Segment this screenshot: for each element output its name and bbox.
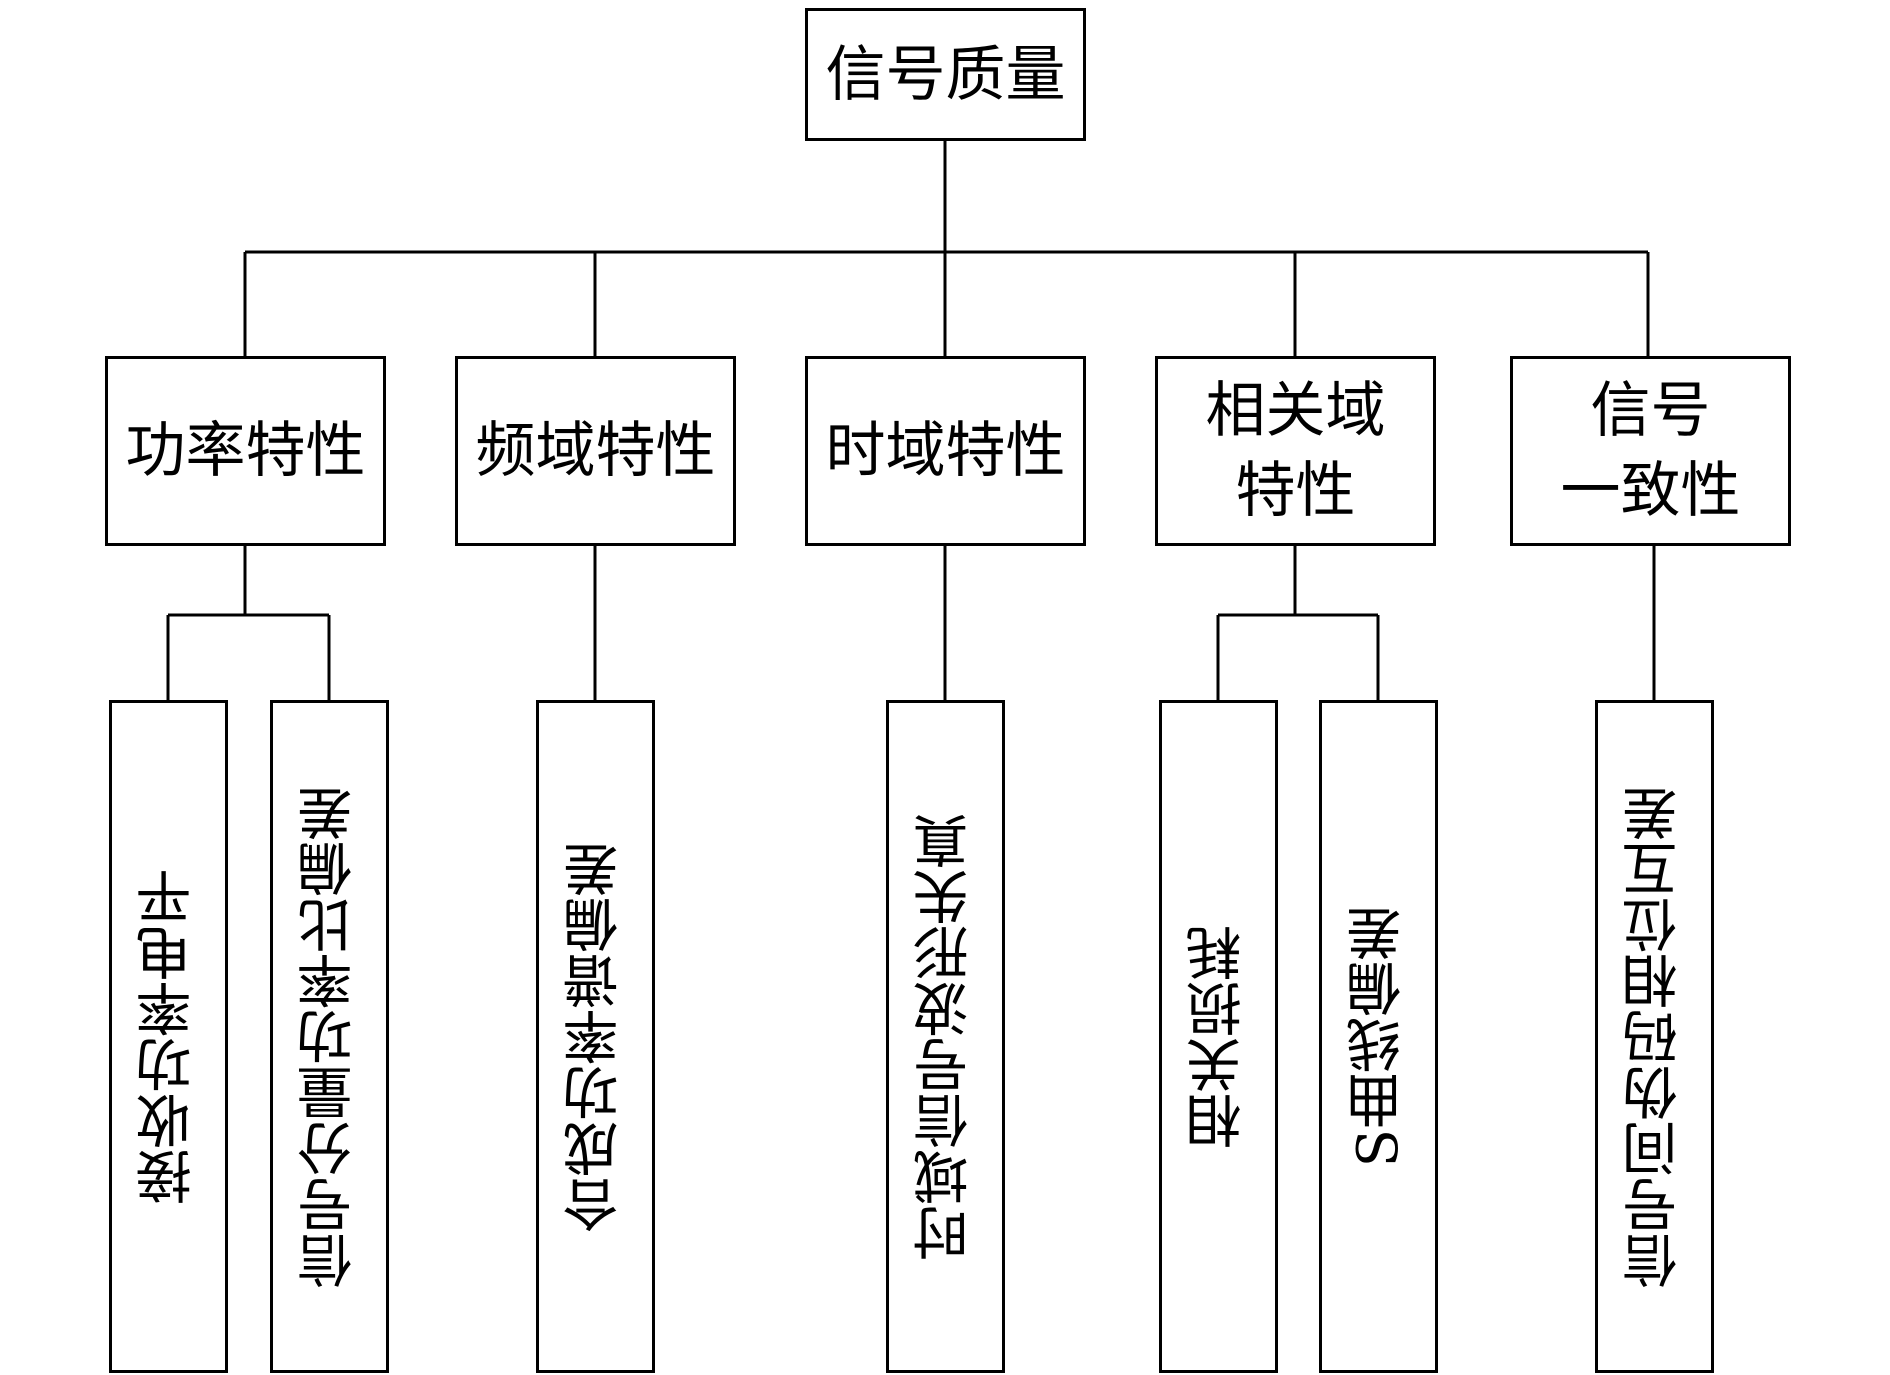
leaf-label: 接收功率电平 (135, 868, 201, 1205)
category-signal-consistency: 信号 一致性 (1510, 356, 1791, 546)
category-label: 时域特性 (825, 416, 1066, 486)
leaf-label: 信号间伪码相位互差 (1621, 784, 1687, 1289)
leaf-label: 时域信号波形失真 (912, 812, 978, 1261)
leaf-component-power-ratio-deviation: 信号分量功率比偏差 (270, 700, 389, 1373)
category-label: 功率特性 (125, 416, 366, 486)
category-frequency-domain: 频域特性 (455, 356, 736, 546)
leaf-composite-psd-deviation: 合成功率谱偏差 (536, 700, 655, 1373)
leaf-correlation-loss: 相关损耗 (1159, 700, 1278, 1373)
category-label: 相关域 特性 (1205, 376, 1386, 526)
leaf-label: 信号分量功率比偏差 (296, 784, 362, 1289)
category-correlation-domain: 相关域 特性 (1155, 356, 1436, 546)
category-time-domain: 时域特性 (805, 356, 1086, 546)
category-power-characteristics: 功率特性 (105, 356, 386, 546)
root-node-signal-quality: 信号质量 (805, 8, 1086, 141)
leaf-label: S曲线偏差 (1345, 905, 1411, 1168)
leaf-received-power-level: 接收功率电平 (109, 700, 228, 1373)
category-label: 信号 一致性 (1560, 376, 1741, 526)
category-label: 频域特性 (475, 416, 716, 486)
leaf-inter-signal-code-phase-difference: 信号间伪码相位互差 (1595, 700, 1714, 1373)
leaf-s-curve-deviation: S曲线偏差 (1319, 700, 1438, 1373)
leaf-label: 相关损耗 (1185, 924, 1251, 1149)
root-node-label: 信号质量 (825, 39, 1066, 110)
leaf-time-domain-waveform-distortion: 时域信号波形失真 (886, 700, 1005, 1373)
leaf-label: 合成功率谱偏差 (562, 840, 628, 1233)
